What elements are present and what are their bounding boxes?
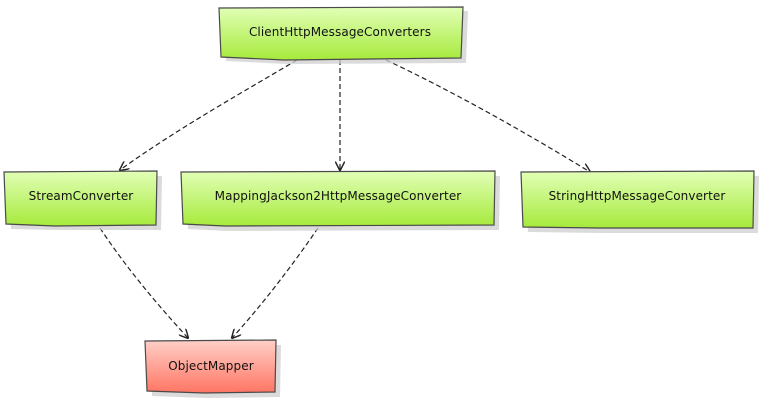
node-mapping-jackson2-http-message-converter: MappingJackson2HttpMessageConverter	[180, 170, 500, 231]
edges	[99, 59, 590, 338]
edge-jackson-to-objectmapper	[232, 227, 319, 338]
node-string-http-message-converter: StringHttpMessageConverter	[520, 170, 759, 233]
node-object-mapper: ObjectMapper	[144, 339, 281, 398]
node-stream-converter: StreamConverter	[3, 170, 162, 230]
stream-converter-box	[3, 170, 158, 227]
jackson-converter-label: MappingJackson2HttpMessageConverter	[215, 189, 462, 203]
edge-client-to-stream	[120, 59, 298, 170]
jackson-converter-box	[180, 170, 496, 227]
edge-stream-to-objectmapper	[99, 227, 188, 338]
object-mapper-label: ObjectMapper	[168, 359, 254, 373]
string-converter-label: StringHttpMessageConverter	[549, 189, 726, 203]
string-converter-box	[520, 170, 755, 229]
client-converters-box	[218, 6, 464, 61]
stream-converter-label: StreamConverter	[29, 189, 134, 203]
node-client-http-message-converters: ClientHttpMessageConverters	[218, 6, 468, 64]
client-converters-label: ClientHttpMessageConverters	[249, 25, 431, 39]
object-mapper-box	[144, 339, 277, 394]
edge-client-to-string	[385, 59, 590, 172]
